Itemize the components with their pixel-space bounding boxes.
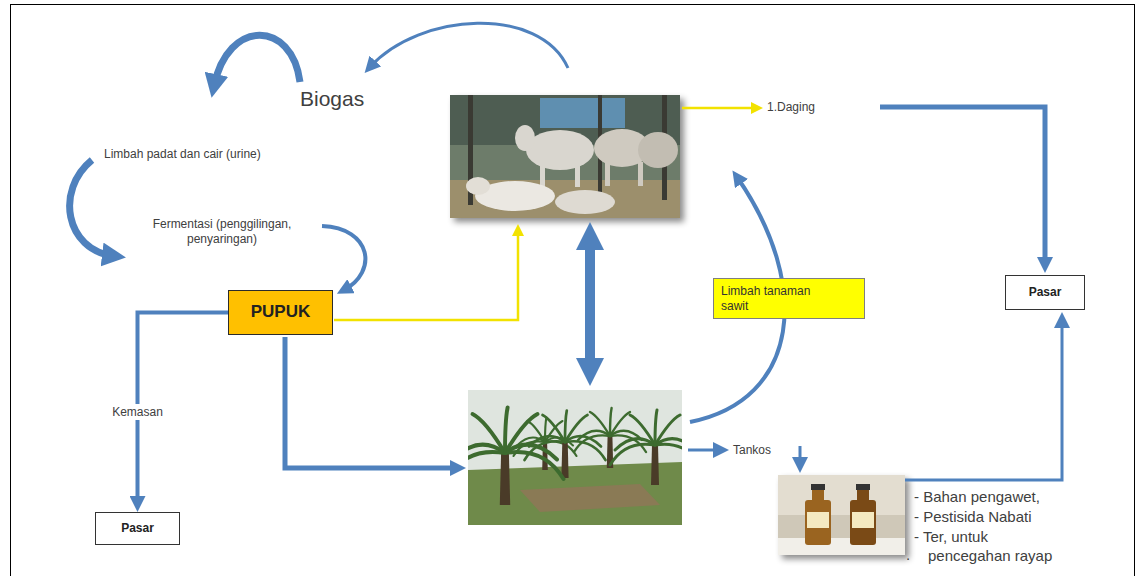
flow-arrows	[70, 23, 1062, 480]
cow-leg	[638, 162, 643, 186]
double-arrow	[585, 236, 595, 372]
market-box: Pasar	[1005, 275, 1085, 310]
bottle	[805, 500, 831, 545]
palm-tree	[610, 410, 682, 485]
cow-head	[466, 177, 490, 195]
product-list-item: - Ter, untuk pencegahan rayap	[914, 527, 1064, 565]
bottle-neck	[812, 488, 824, 502]
feed-arrow	[334, 230, 518, 320]
flow-arrow	[70, 160, 114, 256]
cattle-scene	[450, 95, 680, 218]
bottles-scene	[778, 475, 905, 555]
cow-leg	[540, 165, 545, 187]
cattle-photo	[450, 95, 680, 218]
palm-photo	[447, 390, 701, 525]
fertilizer-box: PUPUK	[228, 290, 333, 335]
cow-body	[526, 130, 594, 170]
standing-cows	[515, 125, 678, 187]
market-box: Pasar	[95, 512, 180, 545]
flow-arrow	[285, 337, 458, 468]
process-label: Fermentasi (penggilingan, penyaringan)	[133, 217, 311, 247]
bottle	[850, 500, 876, 545]
photo-frame	[450, 95, 680, 218]
photo-frame	[778, 475, 905, 555]
bottle-neck	[857, 488, 869, 502]
tarp	[540, 98, 625, 128]
cow-leg	[575, 165, 580, 187]
table	[778, 538, 905, 555]
product-arrow	[682, 107, 757, 110]
product-list-item: - Bahan pengawet,	[914, 487, 1040, 506]
node-text: Pasar	[1029, 285, 1062, 299]
flow-arrow	[880, 107, 1045, 265]
flow-arrow	[905, 320, 1062, 480]
bottle-label	[852, 512, 874, 528]
process-label: Limbah padat dan cair (urine)	[104, 147, 261, 162]
flow-arrow	[688, 449, 721, 452]
node-text: PUPUK	[251, 302, 311, 322]
connector-label: Kemasan	[109, 404, 166, 420]
cow-leg	[605, 162, 610, 186]
flow-arrow	[322, 226, 365, 290]
bullet-mark: .	[906, 546, 910, 565]
bottles-photo	[778, 475, 905, 555]
cow-body	[555, 190, 615, 214]
frame	[11, 5, 1135, 576]
palm-tree	[468, 408, 564, 506]
product-label: 1.Daging	[767, 100, 815, 115]
flow-arrow	[370, 23, 568, 68]
flow-arrow	[214, 35, 300, 86]
node-text: Limbah tanaman sawit	[721, 284, 831, 313]
bottle-label	[807, 512, 829, 528]
bottle-cap	[811, 484, 825, 490]
bottle-cap	[856, 484, 870, 490]
node-text: Pasar	[121, 521, 154, 535]
palm-scene	[468, 408, 682, 526]
flow-arrow	[799, 446, 802, 465]
cow-head	[515, 125, 535, 151]
wall	[778, 475, 905, 515]
cow-body	[638, 132, 678, 168]
lying-cows	[466, 177, 615, 214]
process-label: Biogas	[300, 86, 364, 112]
product-label: Tankos	[733, 443, 771, 458]
waste-box: Limbah tanaman sawit	[713, 278, 865, 319]
product-list-item: - Pestisida Nabati	[914, 507, 1032, 526]
soil-patch	[520, 484, 660, 512]
